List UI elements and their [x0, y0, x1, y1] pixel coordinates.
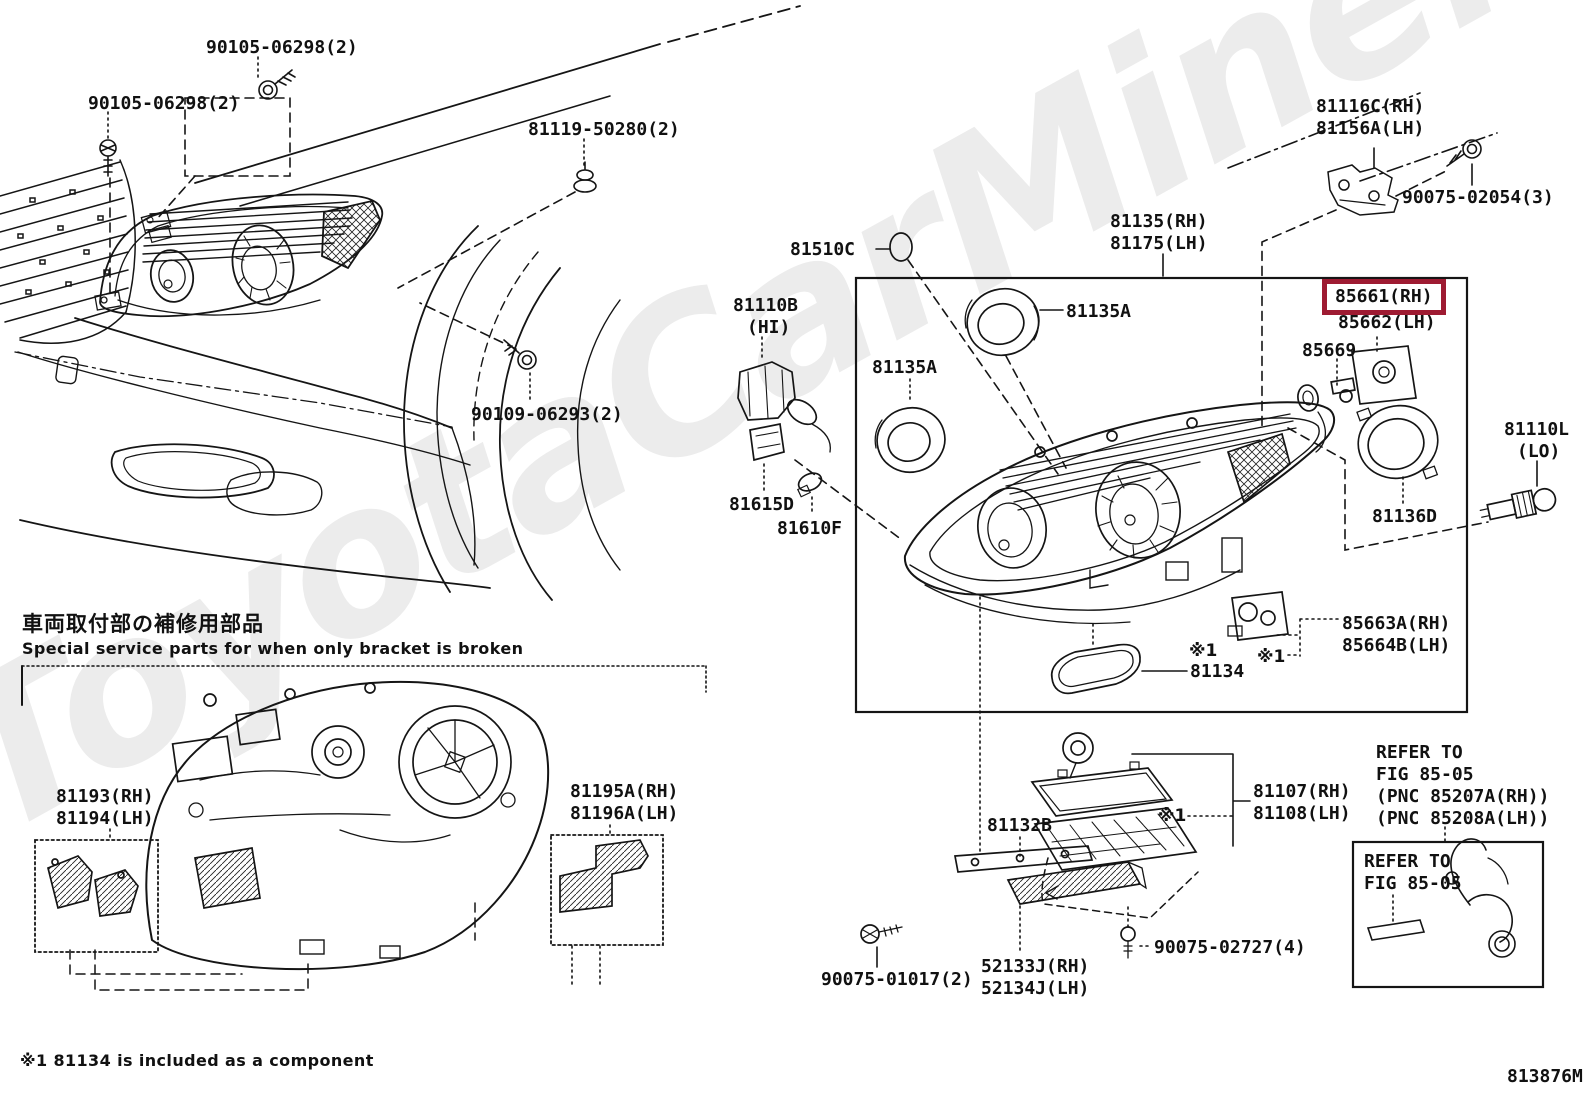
part-label-81132b: 81132B: [987, 815, 1053, 836]
bolt-icon: [860, 924, 903, 944]
car-bracket-lower: [94, 291, 122, 311]
main-assembly-parts: [737, 232, 1557, 695]
grommet-icon: [1297, 384, 1319, 412]
washer-nozzle: [1366, 919, 1426, 941]
top-fasteners: [99, 69, 1498, 429]
ballast-cover: [1033, 807, 1198, 871]
snap-ring-icon: [889, 232, 913, 262]
leader-lines: [107, 56, 1538, 989]
washer-parts: [1366, 838, 1516, 958]
refer-box: [1351, 840, 1545, 989]
headlamp-rear-view: [145, 681, 550, 971]
retainer-ring-large: [1356, 404, 1439, 480]
part-label-81510c: 81510C: [790, 239, 856, 260]
part-label-81116c: 81116C(RH) 81156A(LH): [1316, 96, 1425, 139]
bulb-socket: [737, 361, 831, 453]
ballast-assembly: [860, 732, 1199, 959]
screw-icon: [1446, 139, 1482, 167]
screw-icon: [99, 139, 117, 177]
refer-note-block: REFER TO FIG 85-05 (PNC 85207A(RH)) (PNC…: [1376, 742, 1550, 829]
bracket-52133j: [1006, 861, 1147, 905]
wheel-arch: [403, 225, 621, 601]
part-label-81135: 81135(RH) 81175(LH): [1110, 211, 1208, 254]
part-label-81610f: 81610F: [777, 518, 843, 539]
connector-part: [749, 422, 785, 462]
part-label-90075-02727: 90075-02727(4): [1154, 937, 1306, 958]
part-label-81107: 81107(RH) 81108(LH): [1253, 781, 1351, 824]
section-title-japanese: 車両取付部の補修用部品: [22, 612, 264, 636]
part-label-85662: 85662(LH): [1338, 312, 1436, 333]
retainer-ring: [874, 407, 946, 473]
grille: [0, 159, 136, 344]
gasket-part: [1050, 643, 1141, 695]
bracket-box-b: [550, 834, 664, 946]
main-assembly-box: [854, 276, 1469, 714]
footnote-mark: ※1: [1257, 647, 1286, 667]
part-label-90075-01017: 90075-01017(2): [821, 969, 973, 990]
part-label-81615d: 81615D: [729, 494, 795, 515]
footnote-mark: ※1: [1158, 806, 1187, 826]
headlamp-unit: [903, 401, 1336, 625]
clip-icon: [573, 161, 597, 193]
highlighted-part-box-85661: 85661(RH): [1322, 279, 1446, 315]
part-label-81135a-right: 81135A: [1066, 301, 1132, 322]
part-label-90105-top: 90105-06298(2): [206, 37, 358, 58]
screw-icon: [258, 69, 296, 100]
part-label-85669: 85669: [1302, 340, 1357, 361]
bumper: [17, 317, 491, 589]
halogen-bulb: [1479, 487, 1557, 521]
screw-icon: [503, 339, 537, 370]
igniter-connector: [1062, 732, 1094, 779]
special-section: [21, 665, 707, 991]
leveling-sensor: [1227, 591, 1289, 641]
part-label-52133j: 52133J(RH) 52134J(LH): [981, 956, 1090, 999]
car-front-view: [0, 5, 801, 601]
bracket-part: [1327, 164, 1399, 216]
footnote-text: ※1 81134 is included as a component: [20, 1051, 374, 1070]
actuator-part: [1330, 345, 1417, 405]
small-bulb: [796, 472, 823, 498]
part-label-85663a: 85663A(RH) 85664B(LH): [1342, 613, 1451, 656]
part-label-81136d: 81136D: [1372, 506, 1438, 527]
ballast-box: [1030, 761, 1174, 817]
section-title-english: Special service parts for when only brac…: [22, 639, 524, 658]
bracket-box-a: [34, 839, 159, 953]
part-label-90075-02054: 90075-02054(3): [1402, 187, 1554, 208]
retainer-ring: [964, 287, 1040, 357]
part-label-81110b: 81110B (HI): [733, 295, 799, 338]
refer-note-boxed: REFER TO FIG 85-05: [1364, 851, 1462, 894]
headlamp-on-car: [99, 193, 384, 318]
document-number: 813876M: [1507, 1066, 1583, 1087]
part-label-81193: 81193(RH) 81194(LH): [56, 786, 154, 829]
washer-pump-body: [1467, 894, 1513, 943]
bolt-icon: [1120, 926, 1136, 959]
part-label-81135a-left: 81135A: [872, 357, 938, 378]
part-label-90109: 90109-06293(2): [471, 404, 623, 425]
part-label-90105-left: 90105-06298(2): [88, 93, 240, 114]
part-label-81119: 81119-50280(2): [528, 119, 680, 140]
part-label-81110l: 81110L (LO): [1504, 419, 1570, 462]
part-label-81134: 81134: [1190, 661, 1245, 682]
part-label-81195a: 81195A(RH) 81196A(LH): [570, 781, 679, 824]
footnote-mark: ※1: [1189, 641, 1218, 661]
